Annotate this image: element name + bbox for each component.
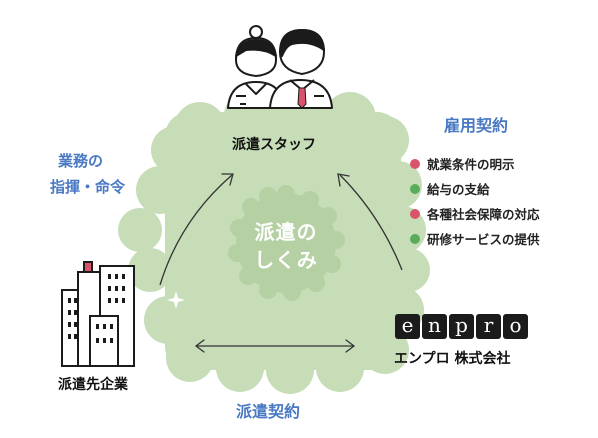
agency-name-label: エンプロ 株式会社 (394, 351, 511, 367)
staff-label: 派遣スタッフ (232, 137, 316, 153)
employment-conditions-list: 就業条件の明示 給与の支給 各種社会保障の対応 研修サービスの提供 (410, 151, 540, 251)
bullet-icon (410, 158, 420, 169)
dispatch-arrowhead-right (345, 339, 356, 353)
tie-icon (297, 87, 307, 109)
bullet-icon (410, 183, 420, 194)
instruction-label-line2: 指揮・命令 (50, 178, 126, 196)
center-circle (228, 185, 345, 301)
condition-item: 各種社会保障の対応 (410, 201, 540, 226)
client-company-label: 派遣先企業 (58, 377, 128, 393)
condition-item: 研修サービスの提供 (410, 226, 540, 251)
bullet-icon (410, 208, 420, 219)
staff-icon (227, 25, 333, 109)
logo-letter: o (503, 314, 528, 339)
dispatch-contract-label: 派遣契約 (236, 402, 301, 421)
logo-letter: e (395, 314, 420, 339)
condition-text: 就業条件の明示 (427, 157, 515, 172)
center-title-line2: しくみ (254, 248, 318, 272)
instruction-arrowhead (221, 173, 234, 186)
condition-item: 就業条件の明示 (410, 151, 540, 176)
instruction-label-line1: 業務の (58, 152, 104, 170)
sparkle-icon (167, 291, 185, 309)
condition-text: 各種社会保障の対応 (427, 207, 540, 222)
condition-item: 給与の支給 (410, 176, 540, 201)
logo-letter: p (449, 314, 474, 339)
employment-contract-label: 雇用契約 (444, 116, 509, 135)
building-icon (61, 261, 135, 367)
logo-letter: n (422, 314, 447, 339)
condition-text: 給与の支給 (427, 182, 490, 197)
logo-letter: r (476, 314, 501, 339)
employment-arrowhead (337, 173, 350, 187)
center-title-line1: 派遣の (254, 220, 318, 244)
instruction-arrow (159, 174, 233, 286)
bullet-icon (410, 233, 420, 244)
arrows (159, 174, 403, 347)
condition-text: 研修サービスの提供 (427, 232, 540, 247)
dispatch-arrowhead-left (194, 339, 205, 353)
employment-arrow (339, 174, 403, 271)
